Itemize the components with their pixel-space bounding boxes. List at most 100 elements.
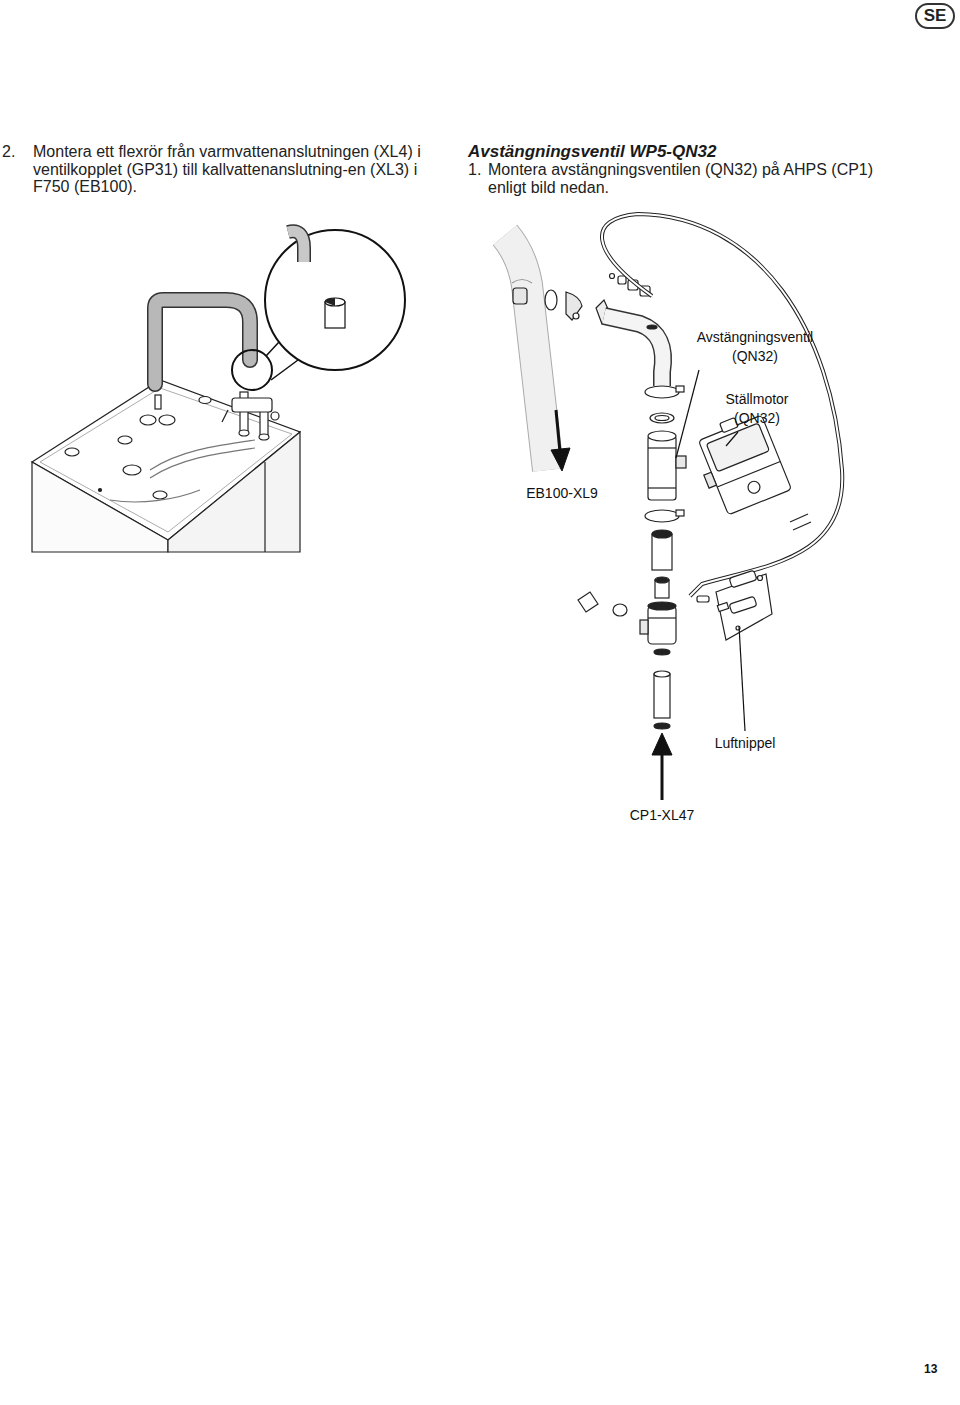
magnifier [232,230,405,390]
valve-parts-part [645,510,679,522]
heat-pump-cabinet-part [271,412,279,420]
heat-pump-cabinet-part [199,397,211,404]
instruction-text-box: Montera avstängningsventilen (QN32) på A… [488,161,883,196]
step-number-box: 2. [2,143,30,161]
valve-parts-part [654,674,670,718]
leader-line-part [726,432,738,446]
step-number-box: 1. [468,161,488,179]
magnifier-part [288,231,304,262]
capillary-tube [602,214,842,596]
heading-block: Avstängningsventil WP5-QN32 [468,142,938,162]
feed-pipe [505,235,548,470]
connection-label-box: EB100-XL9 [512,484,612,503]
valve-parts-part [604,316,663,386]
heat-pump-cabinet-part [150,448,255,478]
valve-parts-part [578,592,598,612]
part-label-box: Luftnippel [695,734,795,753]
capillary-tube-part [793,522,811,530]
heat-pump-cabinet-part [65,448,79,456]
heat-pump-cabinet-part [239,430,249,436]
air-nipple-part [717,603,728,612]
heat-pump-cabinet-part [110,490,200,502]
heat-pump-cabinet-part [159,415,175,425]
heat-pump-cabinet-part [40,388,292,532]
heat-pump-cabinet-part [259,434,269,440]
capillary-tube-part [790,514,808,522]
part-label: Ställmotor (QN32) [714,390,800,428]
heat-pump-cabinet-part [99,489,102,492]
valve-parts-part [613,604,627,616]
section-heading: Avstängningsventil WP5-QN32 [468,142,938,162]
air-nipple-part [758,576,763,581]
actuator-motor-part [717,462,780,487]
capillary-tube-part [602,214,842,596]
valve-parts-part [610,274,615,279]
actuator-motor-part [746,479,762,495]
magnifier-part [266,342,279,356]
air-nipple-part [729,570,757,588]
magnifier-part [271,360,298,380]
part-label-box: Ställmotor (QN32) [714,390,800,428]
valve-parts-part [655,577,669,583]
valve-parts-part [618,276,626,284]
feed-pipe-part [505,235,548,470]
badge-text: SE [924,6,947,26]
instruction-text: Montera avstängningsventilen (QN32) på A… [488,161,883,196]
valve-parts-part [604,316,663,386]
heat-pump-cabinet-part [153,491,167,499]
air-nipple [697,570,772,640]
flow-arrow-part [551,448,570,471]
heat-pump-cabinet-part [123,465,141,475]
valve-parts-part [676,386,684,392]
heat-pump-cabinet-part [118,436,132,444]
valve-parts-part [654,723,670,729]
heat-pump-cabinet [32,380,300,552]
valve-parts-part [566,292,582,320]
part-label: Luftnippel [695,734,795,753]
flow-arrow-part [661,752,664,800]
valve-parts-part [645,386,679,398]
valve-parts-part [654,649,670,655]
valve-parts-part [654,671,670,677]
valve-parts-part [648,487,676,488]
valve-parts-part [655,416,669,421]
feed-pipe-part [505,235,548,470]
heat-pump-cabinet-part [150,440,255,470]
valve-parts-part [650,413,674,423]
instruction-text-box: Montera ett flexrör från varmvattenanslu… [33,143,448,196]
connection-label: EB100-XL9 [512,484,612,503]
flow-arrow-part [556,410,560,452]
page-number-box: 13 [924,1362,954,1376]
valve-parts-part [573,313,579,319]
heat-pump-cabinet-part [155,395,161,409]
flow-arrow-part [652,733,672,755]
step-number: 2. [2,143,30,161]
instruction-text: Montera ett flexrör från varmvattenanslu… [33,143,448,196]
magnifier-part [325,298,345,306]
valve-parts-part [652,534,672,570]
connection-label-box: CP1-XL47 [612,806,712,825]
valve-parts-part [648,617,676,618]
valve-parts-part [652,530,672,538]
air-nipple-part [729,596,757,614]
language-badge: SE [915,3,955,29]
leader-line-part [676,370,699,458]
heat-pump-cabinet-part [140,415,156,425]
valve-parts-part [648,606,676,644]
valve-parts-part [648,447,676,448]
valve-parts-part [676,510,684,516]
valve-parts-part [545,290,557,310]
heat-pump-cabinet-part [168,432,300,552]
actuator-motor-part [698,415,791,515]
actuator-motor-part [706,423,769,472]
valve-parts-part [648,436,676,500]
valve-parts-part [647,325,657,329]
heat-pump-cabinet-part [222,410,228,422]
page-number: 13 [924,1362,954,1376]
valve-parts-part [513,288,527,304]
feed-pipe-part [512,280,532,284]
valve-parts-part [648,602,676,610]
capillary-tube-part [602,214,842,596]
